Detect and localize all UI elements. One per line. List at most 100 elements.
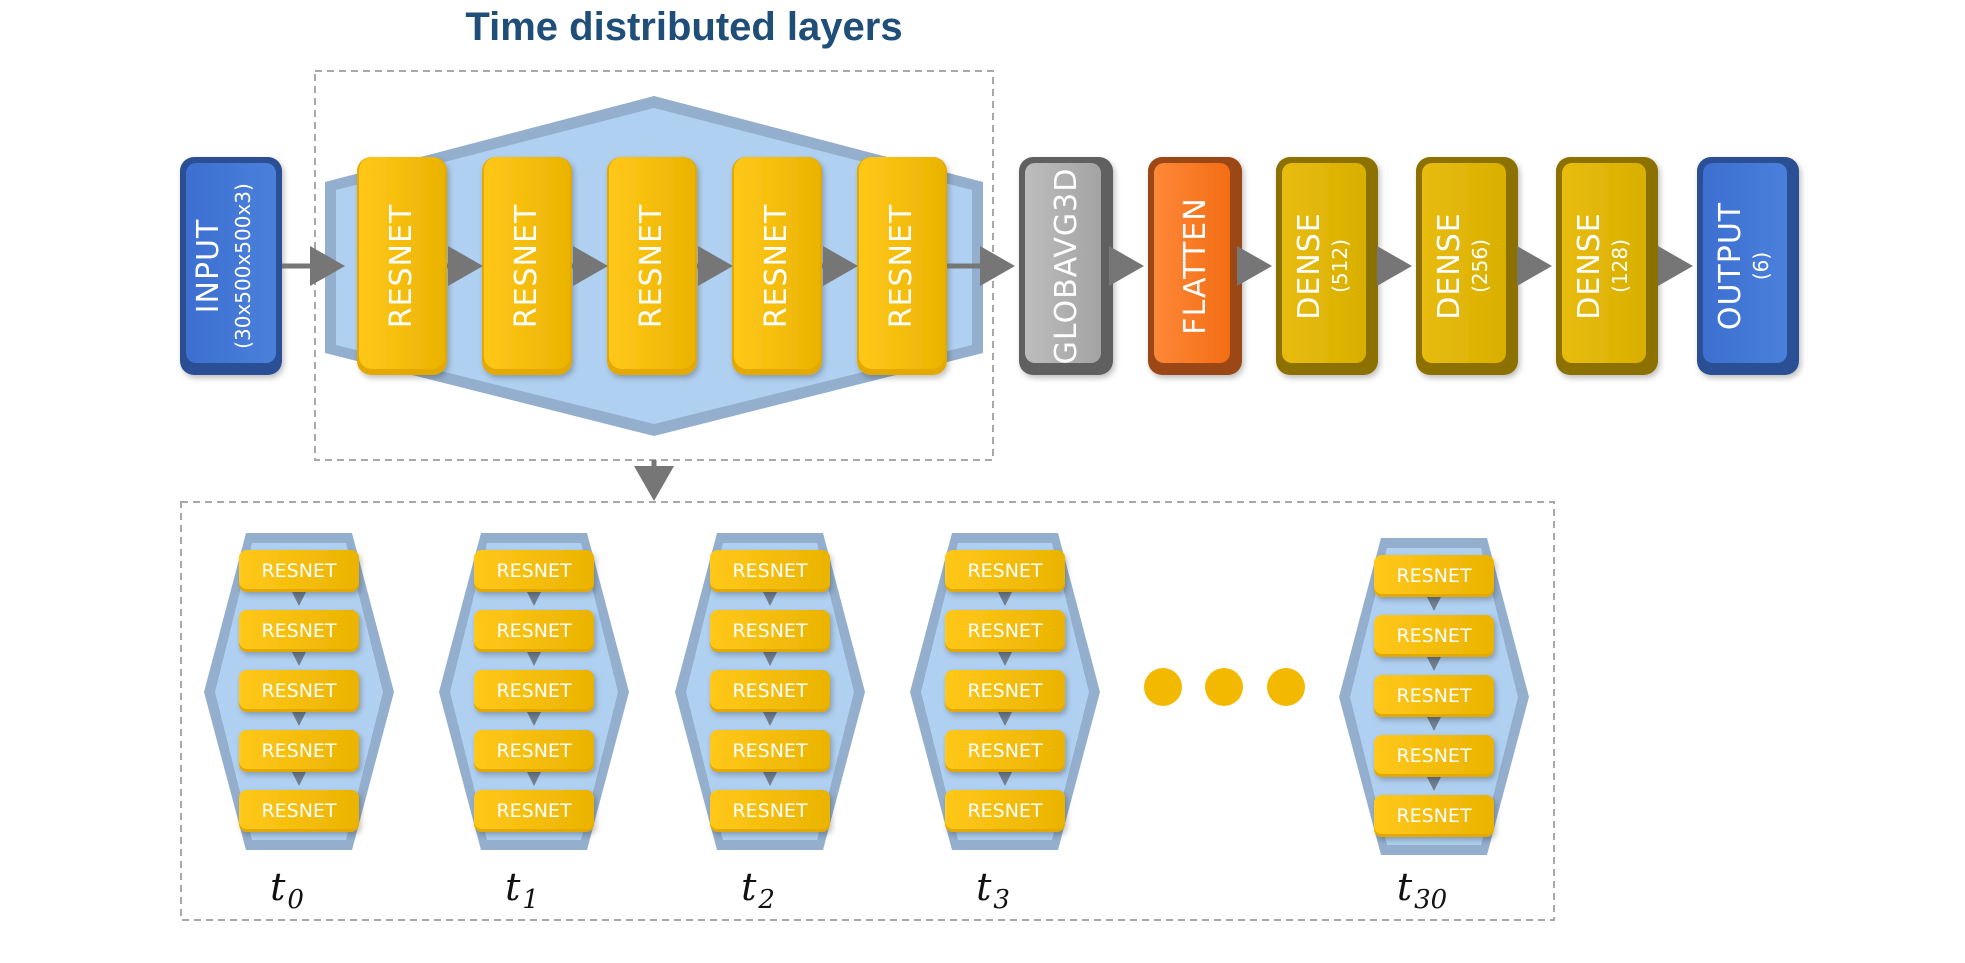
small-resnet-label: RESNET xyxy=(732,680,807,702)
small-resnet-block xyxy=(945,790,1065,832)
stack-connector xyxy=(998,772,1012,786)
globavg3d-block xyxy=(1019,157,1113,375)
small-resnet-block xyxy=(945,550,1065,592)
globavg3d-label: GLOBAVG3D xyxy=(1049,168,1084,365)
small-resnet-block xyxy=(474,550,594,592)
dense-512-label: DENSE xyxy=(1292,212,1327,320)
timestep-subscript: 1 xyxy=(522,885,539,915)
small-resnet-label: RESNET xyxy=(967,800,1042,822)
stack-connector xyxy=(998,712,1012,726)
timestep-subscript: 0 xyxy=(287,885,304,915)
stack-connector xyxy=(527,592,541,606)
timestep-subscript: 2 xyxy=(757,885,775,915)
timestep-label-3: t3 xyxy=(976,865,1010,915)
flatten-label: FLATTEN xyxy=(1178,197,1213,334)
small-resnet-block xyxy=(239,550,359,592)
stack-connector xyxy=(763,772,777,786)
timestep-label-0: t0 xyxy=(270,865,304,915)
resnet-block-2 xyxy=(482,157,572,375)
dense-256-label: DENSE xyxy=(1432,212,1467,320)
unrolled-frame xyxy=(180,501,1555,921)
small-resnet-label: RESNET xyxy=(261,560,336,582)
stack-connector xyxy=(527,652,541,666)
resnet-block-1 xyxy=(357,157,447,375)
small-resnet-block xyxy=(239,610,359,652)
resnet-block-4 xyxy=(732,157,822,375)
stack-connector xyxy=(998,592,1012,606)
stack-connector xyxy=(527,772,541,786)
stack-connector xyxy=(763,712,777,726)
small-resnet-label: RESNET xyxy=(1396,565,1471,587)
timestep-label-30: t30 xyxy=(1397,865,1447,915)
small-resnet-block xyxy=(710,550,830,592)
small-resnet-label: RESNET xyxy=(496,680,571,702)
small-resnet-block xyxy=(474,730,594,772)
stack-connector xyxy=(292,652,306,666)
stack-connector xyxy=(763,592,777,606)
output-units: (6) xyxy=(1749,252,1773,280)
small-resnet-block xyxy=(239,670,359,712)
small-resnet-label: RESNET xyxy=(496,800,571,822)
dense-256-units: (256) xyxy=(1468,239,1492,293)
stack-connector xyxy=(292,772,306,786)
input-shape: (30x500x500x3) xyxy=(231,183,255,349)
resnet-block-5 xyxy=(857,157,947,375)
resnet-label-5: RESNET xyxy=(884,204,919,329)
small-resnet-block xyxy=(239,730,359,772)
small-resnet-block xyxy=(1374,615,1494,657)
stack-connector xyxy=(1427,717,1441,731)
dense-128-units: (128) xyxy=(1608,239,1632,293)
small-resnet-label: RESNET xyxy=(1396,745,1471,767)
small-resnet-label: RESNET xyxy=(732,740,807,762)
stack-connector xyxy=(527,712,541,726)
diagram-title: Time distributed layers xyxy=(465,5,902,49)
small-resnet-label: RESNET xyxy=(261,740,336,762)
small-resnet-block xyxy=(474,670,594,712)
small-resnet-label: RESNET xyxy=(732,620,807,642)
small-resnet-label: RESNET xyxy=(261,620,336,642)
small-resnet-block xyxy=(945,730,1065,772)
small-resnet-label: RESNET xyxy=(496,740,571,762)
timestep-subscript: 3 xyxy=(993,885,1010,915)
ellipsis-dot-1 xyxy=(1144,668,1182,706)
timestep-subscript: 30 xyxy=(1414,885,1447,915)
small-resnet-block xyxy=(239,790,359,832)
ellipsis-dot-3 xyxy=(1267,668,1305,706)
stack-connector xyxy=(763,652,777,666)
output-block xyxy=(1697,157,1799,375)
small-resnet-label: RESNET xyxy=(967,680,1042,702)
small-resnet-label: RESNET xyxy=(732,800,807,822)
small-resnet-block xyxy=(1374,795,1494,837)
output-label: OUTPUT xyxy=(1713,202,1748,330)
dense-256-block xyxy=(1416,157,1518,375)
flatten-block xyxy=(1148,157,1242,375)
dense-512-units: (512) xyxy=(1328,239,1352,293)
stack-connector xyxy=(1427,597,1441,611)
small-resnet-block xyxy=(710,610,830,652)
resnet-block-3 xyxy=(607,157,697,375)
small-resnet-block xyxy=(710,670,830,712)
input-block xyxy=(180,157,282,375)
stack-connector xyxy=(292,592,306,606)
stack-connector xyxy=(1427,777,1441,791)
small-resnet-label: RESNET xyxy=(496,560,571,582)
resnet-label-3: RESNET xyxy=(634,204,669,329)
small-resnet-block xyxy=(945,610,1065,652)
resnet-label-4: RESNET xyxy=(759,204,794,329)
small-resnet-label: RESNET xyxy=(967,620,1042,642)
small-resnet-label: RESNET xyxy=(967,560,1042,582)
ellipsis-dot-2 xyxy=(1205,668,1243,706)
stack-connector xyxy=(1427,657,1441,671)
stack-connector xyxy=(292,712,306,726)
timestep-label-2: t2 xyxy=(741,865,775,915)
small-resnet-label: RESNET xyxy=(1396,685,1471,707)
dense-512-block xyxy=(1276,157,1378,375)
dense-128-block xyxy=(1556,157,1658,375)
stack-connector xyxy=(998,652,1012,666)
input-label: INPUT xyxy=(191,219,226,314)
